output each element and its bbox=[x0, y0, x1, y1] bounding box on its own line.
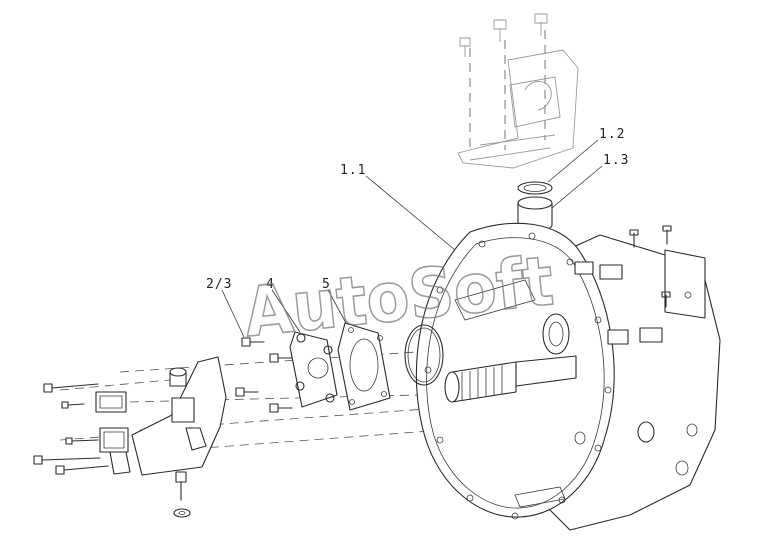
bottom-stud-washer bbox=[173, 471, 191, 518]
bearing-sleeve bbox=[517, 181, 553, 232]
flange-bolt-holes bbox=[424, 232, 612, 520]
callout-5: 5 bbox=[322, 277, 331, 292]
cover-plate-4 bbox=[289, 331, 338, 408]
callout-4: 4 bbox=[266, 277, 275, 292]
long-bolts bbox=[33, 383, 109, 475]
left-mount-assembly bbox=[95, 356, 227, 476]
top-mount-bracket bbox=[457, 13, 579, 169]
gasket-5 bbox=[337, 322, 391, 411]
input-shaft bbox=[444, 355, 577, 403]
callout-2-3: 2/3 bbox=[206, 277, 232, 292]
callout-labels: 1.1 1.2 1.3 2/3 4 5 bbox=[206, 127, 629, 292]
clutch-housing bbox=[415, 222, 721, 531]
callout-1-2: 1.2 bbox=[599, 127, 625, 142]
callout-1-1: 1.1 bbox=[340, 163, 366, 178]
o-ring bbox=[404, 324, 444, 386]
bolts-2-3 bbox=[235, 337, 293, 413]
callout-1-3: 1.3 bbox=[603, 153, 629, 168]
callout-leaders bbox=[221, 139, 603, 338]
